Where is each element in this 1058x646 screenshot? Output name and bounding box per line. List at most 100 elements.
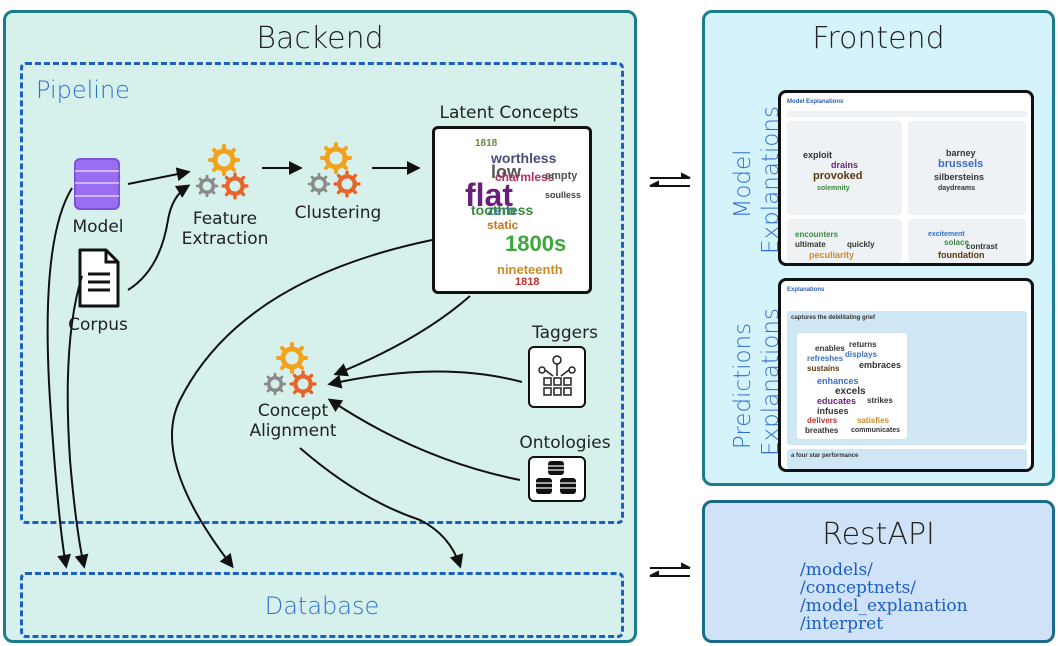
restapi-title: RestAPI — [822, 517, 935, 552]
pred-shot-item2-panel: a four star performance — [787, 449, 1027, 469]
card-word: foundation — [938, 250, 985, 260]
pred-shot-header: Explanations — [787, 287, 825, 293]
wordcloud-word: 1818 — [475, 138, 498, 149]
card-word: silbersteins — [934, 172, 985, 182]
pred-word: delivers — [807, 416, 838, 425]
pred-shot-item-panel: captures the debilitating grief enables … — [787, 311, 1027, 445]
pred-word: returns — [849, 340, 877, 349]
pred-wordcloud: enables returns displays refreshes embra… — [797, 333, 907, 439]
taggers-label: Taggers — [532, 323, 598, 343]
wordcloud-word: 1800s — [505, 231, 567, 256]
corpus-label: Corpus — [68, 315, 128, 335]
network-icon — [538, 355, 576, 396]
endpoint-model-explanation: /model_explanation — [800, 596, 968, 616]
arrow-model-to-feature — [127, 167, 191, 185]
card-word: peculiarity — [809, 250, 855, 260]
card-word: ultimate — [795, 240, 826, 249]
pred-item2-title: a four star performance — [791, 453, 859, 459]
card-word: quickly — [847, 240, 875, 249]
arrow-model-to-db — [46, 187, 73, 569]
restapi-panel: RestAPI — [702, 500, 1055, 643]
pipeline-box — [20, 62, 624, 524]
card-word: contrast — [966, 242, 998, 251]
arrow-latent-to-db — [171, 239, 433, 569]
concept-alignment-text: Concept Alignment — [249, 401, 337, 441]
model-shot-header: Model Explanations — [787, 99, 844, 105]
pred-word: satisfies — [857, 416, 890, 425]
pipeline-label: Pipeline — [36, 76, 130, 104]
model-explanations-text: Model Explanations — [730, 106, 784, 254]
pred-word: refreshes — [807, 354, 844, 363]
wordcloud-word: empty — [545, 170, 578, 182]
wordcloud-word: nineteenth — [497, 262, 563, 277]
wordcloud-word: flat — [465, 177, 513, 213]
model-label: Model — [72, 217, 124, 237]
wordcloud-word: worthless — [491, 150, 557, 166]
prediction-explanations-text: Predictions Explanations — [730, 308, 784, 456]
backend-panel: Backend — [3, 10, 637, 643]
frontend-title: Frontend — [812, 21, 945, 56]
wordcloud-word: charmless — [495, 170, 555, 184]
model-shot-card: barney brussels silbersteins daydreams — [908, 121, 1026, 215]
arrow-ontologies-to-alignment — [327, 398, 521, 481]
card-word: excitement — [928, 231, 965, 238]
endpoint-conceptnets: /conceptnets/ — [800, 578, 917, 598]
card-word: encounters — [795, 230, 839, 239]
prediction-explanations-screenshot: Explanations captures the debilitating g… — [778, 278, 1034, 472]
arrow-corpus-to-feature — [127, 184, 191, 291]
endpoint-models: /models/ — [800, 560, 873, 580]
card-word: brussels — [938, 158, 984, 170]
backend-title: Backend — [256, 21, 384, 56]
wordcloud-word: low — [491, 162, 521, 182]
card-word: provoked — [813, 170, 863, 182]
model-shot-card: exploit drains provoked solemnity — [787, 121, 902, 215]
pred-word: excels — [835, 386, 866, 397]
card-word: daydreams — [938, 185, 975, 192]
wordcloud-word: 1818 — [515, 276, 540, 288]
ontologies-icon — [528, 456, 586, 502]
model-icon — [74, 158, 120, 210]
feature-extraction-label: Feature Extraction — [180, 209, 270, 249]
concept-alignment-label: Concept Alignment — [238, 401, 348, 441]
arrow-latent-to-alignment — [333, 295, 471, 377]
model-shot-toolbar — [787, 111, 1027, 117]
pred-word: breathes — [805, 426, 839, 435]
wordcloud-word: zero — [487, 202, 516, 218]
arrow-taggers-to-alignment — [327, 370, 523, 389]
clustering-label: Clustering — [294, 203, 382, 223]
model-explanations-screenshot: Model Explanations exploit drains provok… — [778, 90, 1034, 266]
model-shot-card: encounters ultimate quickly peculiarity — [787, 219, 902, 263]
arrow-corpus-to-db — [66, 275, 89, 569]
latent-concepts-label: Latent Concepts — [439, 103, 579, 123]
card-word: exploit — [803, 150, 833, 160]
card-word: drains — [831, 160, 859, 170]
database-stack-icon — [536, 461, 576, 494]
database-label: Database — [264, 592, 380, 620]
pred-word: strikes — [867, 396, 893, 405]
card-word: solace — [944, 238, 969, 247]
arrow-alignment-to-db — [299, 447, 464, 569]
card-word: barney — [946, 148, 976, 158]
latent-concepts-wordcloud: 1818 worthless low flat charmless empty … — [432, 126, 592, 294]
model-shot-card: excitement solace contrast foundation — [908, 219, 1026, 263]
wordcloud-word: toothless — [471, 202, 534, 218]
pred-word: infuses — [817, 406, 849, 416]
ontologies-label: Ontologies — [519, 433, 611, 453]
pred-word: displays — [845, 350, 878, 359]
document-icon — [78, 248, 120, 308]
pred-word: embraces — [859, 360, 902, 370]
wordcloud-word: soulless — [545, 190, 582, 200]
pred-item-title: captures the debilitating grief — [791, 315, 876, 321]
pred-word: sustains — [807, 364, 840, 373]
card-word: solemnity — [817, 185, 850, 192]
pred-word: enables — [815, 344, 845, 353]
pred-word: communicates — [851, 427, 901, 434]
database-box — [20, 572, 624, 638]
wordcloud-word: static — [487, 218, 519, 232]
feature-extraction-text: Feature Extraction — [181, 209, 269, 249]
taggers-icon — [528, 346, 586, 408]
pred-word: educates — [817, 396, 857, 406]
pred-word: enhances — [817, 376, 859, 386]
endpoint-interpret: /interpret — [800, 614, 884, 634]
